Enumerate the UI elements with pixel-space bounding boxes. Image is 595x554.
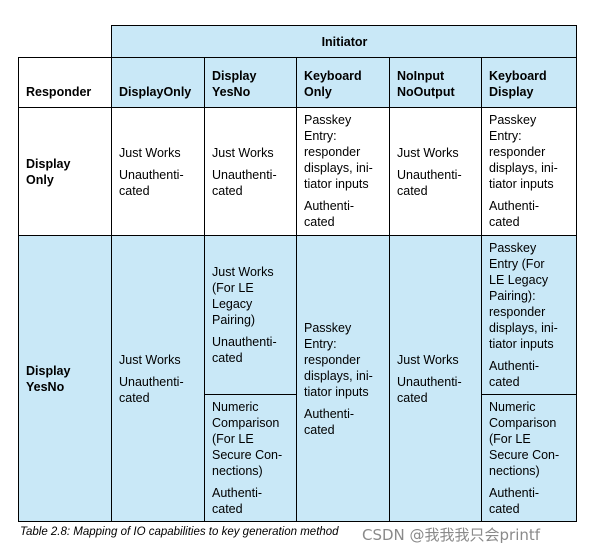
responder-header: Responder bbox=[18, 57, 112, 108]
empty-corner bbox=[19, 26, 112, 58]
cell-displayyesno-noinputnooutput: Just Works Unauthenti-cated bbox=[389, 235, 482, 522]
cell-displayonly-noinputnooutput: Just Works Unauthenti-cated bbox=[389, 107, 482, 236]
cell-displayyesno-displayonly: Just Works Unauthenti-cated bbox=[111, 235, 205, 522]
initiator-header: Initiator bbox=[111, 25, 577, 58]
cell-displayonly-displayonly: Just Works Unauthenti-cated bbox=[111, 107, 205, 236]
table-caption: Table 2.8: Mapping of IO capabilities to… bbox=[20, 526, 339, 538]
csdn-watermark: CSDN @我我我只会printf bbox=[362, 526, 541, 544]
col-header-displayonly: DisplayOnly bbox=[111, 57, 205, 108]
cell-displayonly-displayyesno: Just Works Unauthenti-cated bbox=[204, 107, 297, 236]
